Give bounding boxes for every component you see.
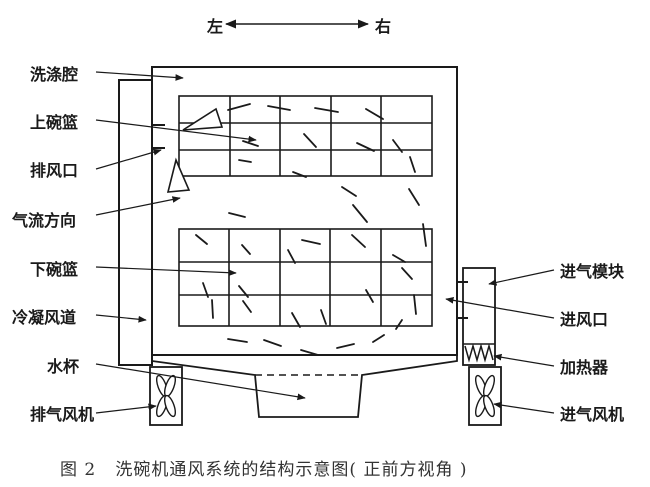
intake-module bbox=[457, 267, 496, 366]
exhaust-port bbox=[152, 124, 165, 149]
wash-chamber-outline bbox=[151, 66, 458, 356]
label-intake-fan: 进气风机 bbox=[560, 405, 624, 424]
intake-fan bbox=[468, 366, 502, 426]
label-exhaust-port: 排风口 bbox=[30, 161, 78, 180]
label-airflow-direction: 气流方向 bbox=[11, 211, 76, 230]
label-wash-chamber: 洗涤腔 bbox=[30, 65, 78, 84]
label-condensing-duct: 冷凝风道 bbox=[12, 308, 76, 327]
condensing-duct bbox=[118, 79, 153, 366]
label-exhaust-fan: 排气风机 bbox=[30, 405, 94, 424]
airflow-arrow-lower bbox=[166, 157, 191, 193]
figure-caption: 图 2 洗碗机通风系统的结构示意图( 正前方视角 ) bbox=[60, 460, 468, 480]
direction-indicator: 左 右 bbox=[206, 17, 391, 36]
exhaust-fan bbox=[149, 366, 183, 426]
exhaust-fan-icon bbox=[155, 374, 177, 418]
airflow-streaks bbox=[195, 103, 427, 356]
label-air-inlet: 进风口 bbox=[560, 310, 608, 329]
label-intake-module: 进气模块 bbox=[560, 262, 625, 281]
label-heater: 加热器 bbox=[559, 358, 609, 377]
intake-fan-icon bbox=[474, 374, 496, 418]
leader-lines-left bbox=[95, 71, 306, 414]
leader-lines-right bbox=[445, 269, 555, 414]
sump-funnel bbox=[151, 355, 458, 418]
heater-coil-icon bbox=[464, 343, 494, 363]
label-lower-basket: 下碗篮 bbox=[30, 260, 78, 279]
label-upper-basket: 上碗篮 bbox=[30, 113, 78, 132]
lower-basket bbox=[178, 228, 433, 327]
airflow-arrow-upper bbox=[182, 107, 224, 131]
label-water-cup: 水杯 bbox=[47, 357, 80, 376]
direction-left-label: 左 bbox=[206, 17, 223, 36]
direction-right-label: 右 bbox=[375, 17, 391, 36]
